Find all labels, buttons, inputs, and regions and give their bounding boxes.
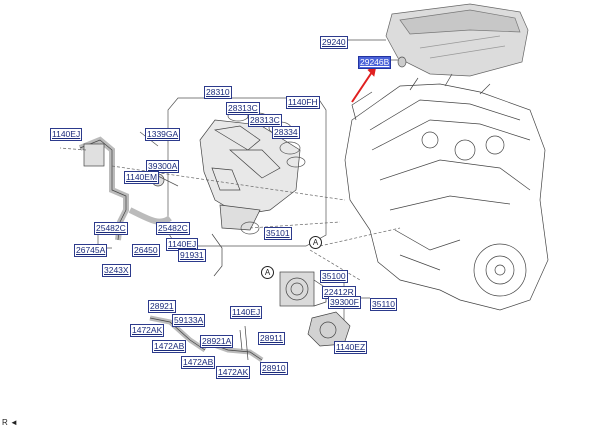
part-label-91931[interactable]: 91931 — [178, 249, 206, 262]
part-label-29240[interactable]: 29240 — [320, 36, 348, 49]
part-label-1140fh[interactable]: 1140FH — [286, 96, 320, 109]
part-label-1339ga[interactable]: 1339GA — [145, 128, 181, 141]
part-label-25482c-b[interactable]: 25482C — [156, 222, 190, 235]
red-arrow-indicator — [351, 71, 373, 103]
part-label-1140em[interactable]: 1140EM — [124, 171, 160, 184]
part-label-29246b[interactable]: 29246B — [358, 56, 392, 69]
part-label-26745a[interactable]: 26745A — [74, 244, 108, 257]
part-label-28313c-b[interactable]: 28313C — [248, 114, 282, 127]
part-label-39300a[interactable]: 39300A — [146, 160, 180, 173]
part-label-28334[interactable]: 28334 — [272, 126, 300, 139]
intake-manifold-part — [199, 119, 301, 231]
footer-mark: R ◄ — [2, 418, 18, 427]
part-label-1472ak-b[interactable]: 1472AK — [216, 366, 251, 379]
part-label-35100[interactable]: 35100 — [320, 270, 348, 283]
part-label-35110[interactable]: 35110 — [370, 298, 398, 311]
engine-cover-part — [385, 3, 529, 77]
part-label-1472ak-a[interactable]: 1472AK — [130, 324, 165, 337]
part-label-28921a[interactable]: 28921A — [200, 335, 234, 348]
throttle-body-part — [279, 271, 327, 307]
pointer-icon: ◄ — [10, 418, 18, 427]
part-label-59133a[interactable]: 59133A — [172, 314, 206, 327]
part-label-25482c-a[interactable]: 25482C — [94, 222, 128, 235]
part-label-28310[interactable]: 28310 — [204, 86, 232, 99]
part-label-28911[interactable]: 28911 — [258, 332, 286, 345]
part-label-1140ej-low[interactable]: 1140EJ — [230, 306, 263, 319]
part-label-28313c-a[interactable]: 28313C — [226, 102, 260, 115]
part-label-26450[interactable]: 26450 — [132, 244, 160, 257]
part-label-1472ab-a[interactable]: 1472AB — [152, 340, 187, 353]
part-label-39300f[interactable]: 39300F — [328, 296, 361, 309]
part-label-3243x[interactable]: 3243X — [102, 264, 131, 277]
part-label-28921[interactable]: 28921 — [148, 300, 176, 313]
reference-circle-a-upper: A — [309, 236, 322, 249]
engine-block-part — [344, 73, 549, 311]
part-label-28910[interactable]: 28910 — [260, 362, 288, 375]
part-label-1140ej-top[interactable]: 1140EJ — [50, 128, 83, 141]
part-label-1140ez[interactable]: 1140EZ — [334, 341, 368, 354]
manifold-group-outline — [167, 97, 327, 247]
reference-circle-a-lower: A — [261, 266, 274, 279]
part-label-35101[interactable]: 35101 — [264, 227, 292, 240]
part-label-1472ab-b[interactable]: 1472AB — [181, 356, 216, 369]
